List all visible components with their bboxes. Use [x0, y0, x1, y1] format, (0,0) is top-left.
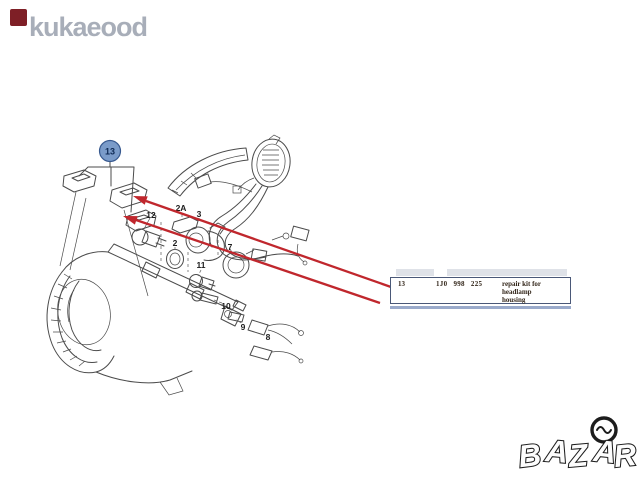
callout-arrow-lower-head — [123, 216, 138, 225]
headlamp-housing-drawing — [46, 191, 247, 396]
part-description-line2: housing — [502, 296, 526, 304]
part-label-9: 9 — [241, 322, 246, 332]
callout-arrow-upper-head — [133, 196, 148, 205]
table-ghost-row-right — [447, 269, 567, 276]
part-label-2: 2 — [173, 238, 178, 248]
part-label-2A: 2A — [176, 203, 187, 213]
balloon-13-circle — [98, 139, 122, 163]
lens-drawing — [167, 147, 249, 197]
part-description-cell: repair kit for headlamp housing — [502, 278, 570, 304]
part-number-cell: 1J0 998 225 — [436, 280, 483, 288]
logo-letter: A — [591, 433, 618, 470]
seller-watermark-square — [10, 9, 27, 26]
balloon-13-bracket: 13 — [78, 139, 135, 213]
table-bottom-strip — [390, 306, 571, 309]
balloon-13-label: 13 — [105, 147, 115, 157]
callout-arrow-lower — [135, 218, 381, 305]
part-position-cell: 13 — [398, 280, 405, 288]
part-label-8: 8 — [266, 332, 271, 342]
callout-arrows — [123, 196, 392, 305]
rear-cap-drawing — [251, 134, 291, 188]
bulb-and-socket-parts — [131, 214, 304, 364]
logo-letter: R — [612, 437, 639, 474]
part-label-12: 12 — [146, 210, 156, 220]
part-number-labels: 12 2A 3 2 7 11 10 9 8 — [146, 203, 270, 342]
part-description-line1: repair kit for headlamp — [502, 280, 541, 296]
logo-letter: Z — [566, 437, 590, 474]
part-label-10: 10 — [221, 301, 231, 311]
retaining-clips-drawing — [62, 169, 157, 232]
wiring-harness-drawing — [194, 173, 310, 266]
logo-squiggle-icon — [596, 426, 612, 434]
seller-watermark-text: kukaeood — [29, 12, 148, 42]
part-label-11: 11 — [197, 260, 206, 270]
part-info-table: 13 1J0 998 225 repair kit for headlamp h… — [390, 277, 571, 304]
table-ghost-row-left — [396, 269, 434, 276]
logo-letter: B — [516, 437, 542, 474]
part-label-7: 7 — [228, 242, 233, 252]
logo-letter: A — [543, 433, 569, 470]
callout-arrow-upper — [145, 199, 392, 289]
part-label-3: 3 — [197, 209, 202, 219]
